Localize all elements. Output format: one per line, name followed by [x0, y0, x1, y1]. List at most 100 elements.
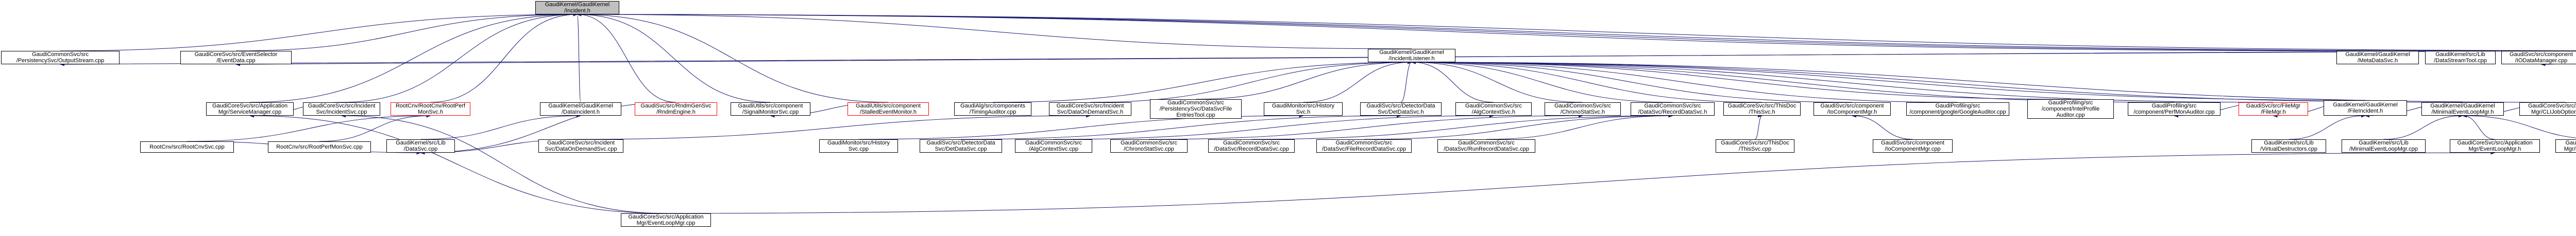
graph-node[interactable]: GaudiKernel/GaudiKernel /FileIncident.h — [2324, 100, 2407, 116]
graph-node[interactable]: GaudiCommonSvc/src /DataSvc/RunRecordDat… — [1437, 139, 1535, 153]
graph-node[interactable]: RootCnv/RootCnv/RootPerf MonSvc.h — [391, 102, 470, 116]
graph-edge — [858, 114, 1304, 140]
graph-node[interactable]: GaudiProfiling/src /component/IntelProfi… — [2027, 99, 2114, 119]
graph-edge — [235, 50, 2461, 66]
graph-edge — [992, 60, 1412, 103]
graph-node[interactable]: GaudiProfiling/src /component/PerfMonAud… — [2128, 102, 2221, 116]
graph-node[interactable]: GaudiCoreSvc/src/Application Mgr/Service… — [206, 102, 294, 116]
graph-node[interactable]: GaudiKernel/src/Lib /DataSvc.cpp — [386, 139, 455, 153]
graph-node[interactable]: GaudiCommonSvc/src /DataSvc/RecordDataSv… — [1208, 139, 1295, 153]
graph-edge — [1411, 60, 2071, 100]
graph-edge — [1411, 60, 2175, 103]
graph-edge — [577, 12, 676, 103]
graph-node[interactable]: GaudiCoreSvc/src/Application Mgr/CLIJobO… — [2519, 102, 2576, 116]
graph-node[interactable]: GaudiCommonSvc/src /DataSvc/FileRecordDa… — [1316, 139, 1412, 153]
graph-node[interactable]: GaudiUtils/src/component /StalledEventMo… — [848, 102, 929, 116]
graph-edge — [1411, 60, 1583, 103]
graph-node[interactable]: RootCnv/src/RootCnvSvc.cpp — [140, 141, 234, 153]
graph-node[interactable]: GaudiSvc/src/FileMgr /FileMgr.h — [2239, 102, 2308, 116]
graph-edge — [1411, 60, 2274, 103]
graph-node[interactable]: GaudiCommonSvc/src /AlgContextSvc.cpp — [1015, 139, 1092, 153]
graph-node[interactable]: GaudiUtils/src/component /SignalMonitorS… — [731, 102, 810, 116]
graph-edge — [577, 12, 771, 103]
graph-node[interactable]: GaudiSvc/src/DetectorData Svc/DetDataSvc… — [920, 139, 1002, 153]
graph-node[interactable]: GaudiMonitor/src/History Svc.cpp — [819, 139, 898, 153]
graph-edge — [249, 12, 578, 103]
graph-edge — [1486, 114, 1673, 140]
graph-node[interactable]: GaudiSvc/src/component /IoComponentMgr.c… — [1873, 139, 1953, 153]
graph-edge — [577, 12, 889, 103]
graph-edge — [1195, 60, 1412, 100]
graph-node[interactable]: GaudiKernel/GaudiKernel /MetaDataSvc.h — [2336, 51, 2419, 64]
graph-edge — [577, 12, 2378, 51]
graph-node[interactable]: GaudiCoreSvc/src/ThisDoc /ThisSvc.cpp — [1716, 139, 1794, 153]
graph-edge — [249, 114, 666, 214]
graph-edge — [1411, 60, 2566, 103]
graph-edge — [2383, 114, 2463, 140]
graph-node[interactable]: GaudiCoreSvc/src/Application Mgr/Minimal… — [2555, 139, 2576, 153]
graph-edge — [581, 114, 1091, 140]
graph-node[interactable]: GaudiCommonSvc/src /PersistencySvc/DataS… — [1150, 99, 1242, 119]
graph-node[interactable]: GaudiCommonSvc/src /DataSvc/RecordDataSv… — [1631, 102, 1715, 116]
graph-edge — [1411, 60, 1494, 103]
graph-node[interactable]: GaudiCommonSvc/src /AlgContextSvc.h — [1455, 102, 1532, 116]
graph-edge — [60, 50, 2541, 66]
graph-node[interactable]: GaudiKernel/GaudiKernel /IncidentListene… — [1368, 49, 1455, 62]
graph-edge — [60, 12, 578, 51]
graph-edge — [577, 12, 2461, 51]
graph-edge — [2462, 114, 2495, 140]
graph-node[interactable]: GaudiSvc/src/DetectorData Svc/DetDataSvc… — [1360, 102, 1442, 116]
graph-edge — [1755, 114, 1762, 140]
graph-edge — [1411, 60, 1958, 103]
graph-node[interactable]: GaudiKernel/GaudiKernel /MinimalEventLoo… — [2421, 102, 2504, 116]
graph-node[interactable]: GaudiCommonSvc/src /ChronoStatSvc.cpp — [1110, 139, 1188, 153]
graph-node[interactable]: GaudiProfiling/src /component/google/Goo… — [1906, 102, 2009, 116]
graph-edge — [1090, 60, 1412, 103]
graph-edge — [341, 12, 578, 103]
graph-edge — [1411, 60, 1853, 103]
graph-node[interactable]: GaudiCoreSvc/src/ThisDoc /ThisSvc.h — [1723, 102, 1801, 116]
graph-node[interactable]: GaudiCoreSvc/src/Application Mgr/EventLo… — [2450, 139, 2540, 153]
graph-edge — [1364, 114, 1673, 140]
graph-node[interactable]: GaudiCoreSvc/src/EventSelector /EventDat… — [180, 51, 292, 64]
graph-edge — [420, 114, 581, 140]
graph-node[interactable]: GaudiCoreSvc/src/Incident Svc/DataOnDema… — [1049, 102, 1131, 116]
graph-node[interactable]: GaudiCoreSvc/src/Application Mgr/EventLo… — [621, 213, 711, 227]
graph-edge — [1411, 60, 2463, 103]
graph-edge — [1251, 114, 1673, 140]
graph-edge — [577, 12, 2541, 51]
graph-node[interactable]: GaudiKernel/src/Lib /MinimalEventLoopMgr… — [2342, 139, 2426, 153]
graph-node[interactable]: GaudiCoreSvc/src/Incident Svc/DataOnDema… — [538, 139, 623, 153]
graph-node[interactable]: GaudiCommonSvc/src /PersistencySvc/Outpu… — [1, 51, 120, 64]
graph-node[interactable]: GaudiAlg/src/components /TimingAuditor.c… — [954, 102, 1031, 116]
graph-edge — [1148, 114, 1583, 140]
graph-node[interactable]: GaudiKernel/GaudiKernel /DataIncident.h — [540, 102, 621, 116]
graph-node[interactable]: GaudiKernel/src/Lib /VirtualDestructors.… — [2251, 139, 2326, 153]
graph-edge — [577, 12, 582, 103]
graph-edge — [2289, 114, 2366, 140]
graph-edge — [960, 114, 1401, 140]
graph-node[interactable]: GaudiCommonSvc/src /ChronoStatSvc.h — [1545, 102, 1621, 116]
graph-edge — [1411, 60, 2366, 101]
graph-edge — [1400, 60, 1412, 103]
graph-edge — [187, 114, 431, 142]
graph-edge — [2462, 114, 2576, 138]
graph-node[interactable]: GaudiSvc/src/component /IoComponentMgr.h — [1814, 102, 1891, 116]
graph-edge — [430, 12, 578, 103]
graph-node[interactable]: GaudiSvc/src/component /IODataManager.cp… — [2501, 51, 2576, 64]
graph-node[interactable]: RootCnv/src/RootPerfMonSvc.cpp — [268, 141, 371, 153]
graph-node[interactable]: GaudiSvc/src/RndmGenSvc /RndmEngine.h — [635, 102, 717, 116]
graph-edge — [1411, 60, 1673, 103]
graph-edge — [235, 12, 578, 51]
graph-edge — [577, 12, 1412, 49]
graph-edge — [319, 114, 431, 142]
graph-node[interactable]: GaudiMonitor/src/History Svc.h — [1264, 102, 1343, 116]
graph-node-root[interactable]: GaudiKernel/GaudiKernel /Incident.h — [535, 1, 619, 14]
graph-edge — [1852, 114, 1913, 140]
graph-node[interactable]: GaudiKernel/src/Lib /DataStreamTool.cpp — [2425, 51, 2496, 64]
graph-node[interactable]: GaudiCoreSvc/src/Incident Svc/IncidentSv… — [303, 102, 380, 116]
graph-edge — [341, 114, 666, 214]
graph-edge — [1053, 114, 1494, 140]
